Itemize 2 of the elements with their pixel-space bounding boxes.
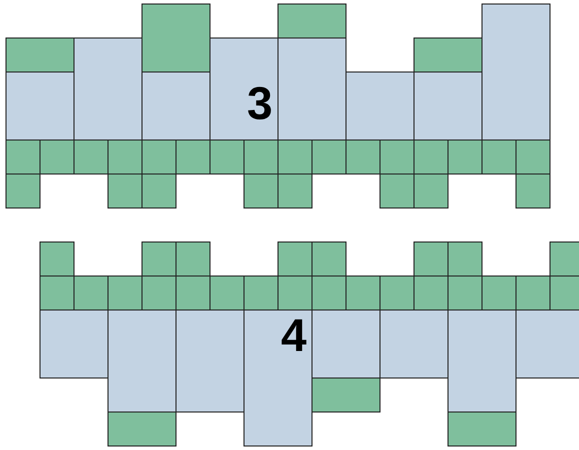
- figure-number: 3: [247, 80, 273, 126]
- figure-number: 4: [281, 312, 307, 358]
